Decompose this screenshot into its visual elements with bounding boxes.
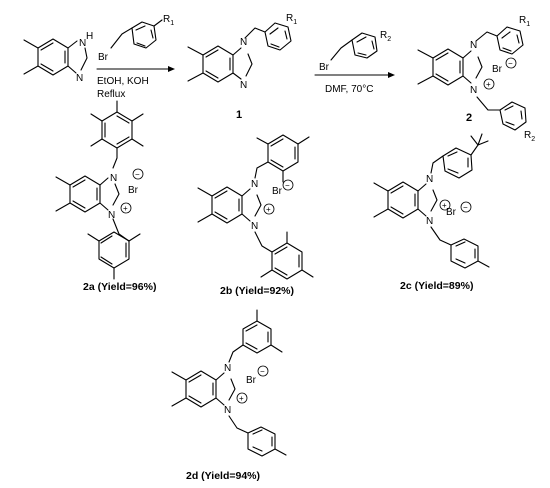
plus-sign: + bbox=[486, 80, 491, 89]
compound-2a-structure: N N + Br − bbox=[55, 100, 144, 280]
step2-condition: DMF, 70°C bbox=[325, 84, 373, 95]
n1-label: N bbox=[224, 363, 231, 374]
br-label: Br bbox=[98, 52, 109, 63]
caption-2d: 2d (Yield=94%) bbox=[186, 470, 260, 482]
compound-number-2: 2 bbox=[466, 112, 472, 124]
bromide-label: Br bbox=[446, 207, 457, 218]
compound-2c-structure: N N + Br − bbox=[373, 133, 490, 269]
caption-2c: 2c (Yield=89%) bbox=[400, 280, 473, 292]
n3-label: N bbox=[108, 210, 115, 221]
plus-charge-icon bbox=[120, 202, 132, 214]
minus-sign: − bbox=[135, 170, 140, 179]
minus-charge-icon bbox=[282, 179, 294, 191]
caption-2a: 2a (Yield=96%) bbox=[83, 281, 156, 293]
plus-charge-icon bbox=[439, 199, 451, 211]
reaction-arrow-1 bbox=[96, 66, 175, 72]
r2-label: R2 bbox=[524, 130, 535, 143]
n3-label: N bbox=[426, 216, 433, 227]
n1-label: N bbox=[251, 179, 258, 190]
bromide-label: Br bbox=[246, 375, 257, 386]
r1-label: R1 bbox=[286, 13, 297, 26]
compound-number-1: 1 bbox=[236, 109, 242, 121]
minus-sign: − bbox=[508, 59, 513, 68]
br-label: Br bbox=[319, 62, 330, 73]
minus-sign: − bbox=[463, 203, 468, 212]
plus-sign: + bbox=[266, 205, 271, 214]
compound-2d-structure: N N + Br − bbox=[171, 309, 287, 457]
n1-label: N bbox=[110, 173, 117, 184]
caption-2b: 2b (Yield=92%) bbox=[220, 285, 294, 297]
intermediate-1-structure: N N R1 bbox=[187, 13, 297, 91]
minus-charge-icon bbox=[505, 57, 517, 69]
benzyl-bromide-reagent-1: Br R1 bbox=[98, 14, 174, 63]
plus-charge-icon bbox=[483, 78, 495, 90]
n1-label: N bbox=[426, 174, 433, 185]
plus-sign: + bbox=[442, 201, 447, 210]
n3-label: N bbox=[224, 405, 231, 416]
bromide-label: Br bbox=[492, 64, 503, 75]
benzyl-bromide-reagent-2: Br R2 bbox=[319, 30, 391, 73]
product-2-structure: N N + Br − R1 R2 bbox=[417, 15, 535, 143]
n3-label: N bbox=[240, 80, 247, 91]
n3-label: N bbox=[251, 221, 258, 232]
compound-2b-structure: N N + Br − bbox=[197, 134, 314, 280]
reaction-arrow-2 bbox=[314, 72, 395, 78]
minus-sign: − bbox=[260, 367, 265, 376]
minus-charge-icon bbox=[257, 365, 269, 377]
plus-sign: + bbox=[239, 394, 244, 403]
n-atom-label: N bbox=[76, 73, 83, 84]
nh-atom-label: N bbox=[79, 38, 86, 49]
nh-hydrogen-label: H bbox=[86, 31, 93, 42]
step1-condition-line1: EtOH, KOH bbox=[97, 76, 149, 87]
bromide-label: Br bbox=[128, 185, 139, 196]
r1-label: R1 bbox=[163, 14, 174, 27]
minus-charge-icon bbox=[132, 168, 144, 180]
plus-sign: + bbox=[123, 204, 128, 213]
n1-label: N bbox=[240, 37, 247, 48]
r2-label: R2 bbox=[380, 30, 391, 43]
plus-charge-icon bbox=[263, 203, 275, 215]
plus-charge-icon bbox=[236, 392, 248, 404]
step1-condition-line2: Reflux bbox=[97, 89, 125, 100]
n3-label: N bbox=[470, 85, 477, 96]
n1-label: N bbox=[470, 40, 477, 51]
r1-label: R1 bbox=[519, 15, 530, 28]
minus-charge-icon bbox=[460, 201, 472, 213]
starting-benzimidazole: N H N bbox=[23, 31, 93, 84]
bromide-label: Br bbox=[272, 186, 283, 197]
minus-sign: − bbox=[285, 181, 290, 190]
